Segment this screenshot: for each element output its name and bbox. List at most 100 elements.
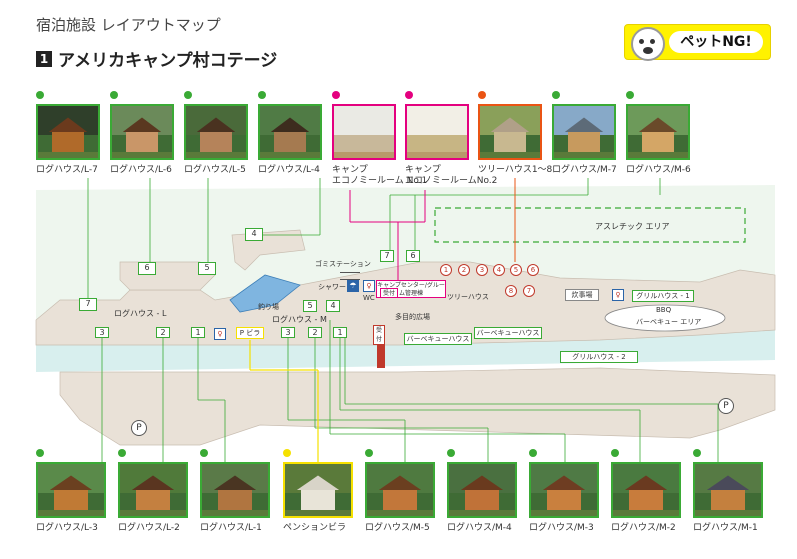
cabin-wall (274, 132, 306, 153)
bottom-cabin-label: ログハウス/M-3 (529, 523, 594, 533)
l5-marker[interactable]: 5 (198, 262, 216, 275)
pet-notice-badge: ペットNG! (624, 24, 771, 61)
top-cabin-photo[interactable] (405, 104, 469, 160)
top-cabin-photo[interactable] (110, 104, 174, 160)
garbage-station-label: ゴミステーション (315, 260, 371, 268)
top-cabin-label: ツリーハウス1～8 (478, 165, 553, 175)
tree-1-marker[interactable]: 1 (440, 264, 452, 276)
restroom-icon-grill: ♀ (612, 289, 624, 301)
top-cabin-photo[interactable] (36, 104, 100, 160)
bottom-cabin-label: ペンションビラ (283, 523, 347, 533)
top-cabin-photo[interactable] (478, 104, 542, 160)
cabin-wall (200, 132, 232, 153)
athletic-area-border (434, 207, 746, 243)
cabin-wall (53, 490, 89, 511)
cabin-wall (464, 490, 500, 511)
top-cabin-photo[interactable] (332, 104, 396, 160)
top-cabin-label: ログハウス/M-6 (626, 165, 691, 175)
bottom-cabin-photo[interactable] (36, 462, 106, 518)
shower-label: シャワー (318, 283, 346, 291)
photo-background (334, 106, 394, 135)
tree-3-marker[interactable]: 3 (476, 264, 488, 276)
top-cabin-label: ログハウス/M-7 (552, 165, 617, 175)
top-cabin-photo[interactable] (552, 104, 616, 160)
photo-background (407, 106, 467, 135)
bbq-area-label-1: BBQ (656, 306, 672, 314)
bottom-cabin-marker-dot (611, 449, 619, 457)
grill-house-1[interactable]: グリルハウス - 1 (632, 290, 694, 302)
wc-label: WC (363, 294, 375, 302)
m7-marker[interactable]: 7 (380, 250, 394, 262)
l2-marker[interactable]: 2 (156, 327, 170, 338)
l1-marker[interactable]: 1 (191, 327, 205, 338)
cabin-wall (135, 490, 171, 511)
bottom-cabin-label: ログハウス/L-3 (36, 523, 98, 533)
photo-ground (613, 509, 679, 516)
bottom-cabin-photo[interactable] (200, 462, 270, 518)
top-cabin-label: ログハウス/L-5 (184, 165, 246, 175)
kitchen[interactable]: 炊事場 (565, 289, 599, 301)
fishing-label: 釣り場 (258, 303, 279, 311)
cabin-wall (568, 132, 600, 153)
tree-5-marker[interactable]: 5 (510, 264, 522, 276)
bbq-house-1[interactable]: バーベキューハウス (404, 333, 472, 345)
bottom-cabin-marker-dot (693, 449, 701, 457)
pet-notice-text: ペットNG! (669, 31, 763, 53)
garbage-station-icon (340, 272, 360, 280)
top-cabin-label: ログハウス/L-7 (36, 165, 98, 175)
reception-box[interactable]: 受付 (380, 288, 398, 298)
tree-8-marker[interactable]: 8 (505, 285, 517, 297)
top-cabin-marker-dot (184, 91, 192, 99)
top-cabin-photo[interactable] (184, 104, 248, 160)
photo-ground (202, 509, 268, 516)
cabin-wall (628, 490, 664, 511)
bottom-cabin-photo[interactable] (611, 462, 681, 518)
m3-marker[interactable]: 3 (281, 327, 295, 338)
bottom-cabin-photo[interactable] (529, 462, 599, 518)
bottom-cabin-marker-dot (365, 449, 373, 457)
pension-villa-pin[interactable]: P ビラ (236, 327, 264, 339)
top-cabin-label-2: エコノミールームNo.2 (405, 176, 498, 186)
bottom-cabin-photo[interactable] (283, 462, 353, 518)
l3-marker[interactable]: 3 (95, 327, 109, 338)
m2-marker[interactable]: 2 (308, 327, 322, 338)
tree-2-marker[interactable]: 2 (458, 264, 470, 276)
tree-6-marker[interactable]: 6 (527, 264, 539, 276)
restroom-icon-l: ♀ (214, 328, 226, 340)
top-cabin-marker-dot (552, 91, 560, 99)
m1-marker[interactable]: 1 (333, 327, 347, 338)
bottom-cabin-photo[interactable] (447, 462, 517, 518)
shower-icon: ☂ (347, 280, 359, 292)
photo-ground (260, 151, 320, 158)
l7-marker[interactable]: 7 (79, 298, 97, 311)
l4-marker[interactable]: 4 (245, 228, 263, 241)
bottom-cabin-photo[interactable] (118, 462, 188, 518)
m4-marker[interactable]: 4 (326, 300, 340, 312)
top-cabin-label: キャンプ (332, 165, 368, 175)
tree-4-marker[interactable]: 4 (493, 264, 505, 276)
bottom-cabin-marker-dot (283, 449, 291, 457)
bottom-cabin-label: ログハウス/L-1 (200, 523, 262, 533)
top-cabin-marker-dot (258, 91, 266, 99)
bottom-cabin-photo[interactable] (365, 462, 435, 518)
grill-house-2[interactable]: グリルハウス - 2 (560, 351, 638, 363)
section-title-text: アメリカキャンプ村コテージ (58, 51, 278, 71)
top-cabin-label: ログハウス/L-6 (110, 165, 172, 175)
top-cabin-photo[interactable] (258, 104, 322, 160)
top-cabin-photo[interactable] (626, 104, 690, 160)
top-cabin-label-2: エコノミールーム No.1 (332, 176, 428, 186)
m5-marker[interactable]: 5 (303, 300, 317, 312)
cabin-wall (52, 132, 84, 153)
photo-ground (112, 151, 172, 158)
top-cabin-marker-dot (478, 91, 486, 99)
bottom-cabin-photo[interactable] (693, 462, 763, 518)
bbq-house-2[interactable]: バーベキューハウス (474, 327, 542, 339)
m6-marker[interactable]: 6 (406, 250, 420, 262)
bottom-cabin-label: ログハウス/M-5 (365, 523, 430, 533)
tree-7-marker[interactable]: 7 (523, 285, 535, 297)
reception-box-2[interactable]: 受付 (373, 325, 385, 345)
l6-marker[interactable]: 6 (138, 262, 156, 275)
cabin-wall (642, 132, 674, 153)
bbq-area-label-2: バーベキュー エリア (636, 318, 702, 326)
